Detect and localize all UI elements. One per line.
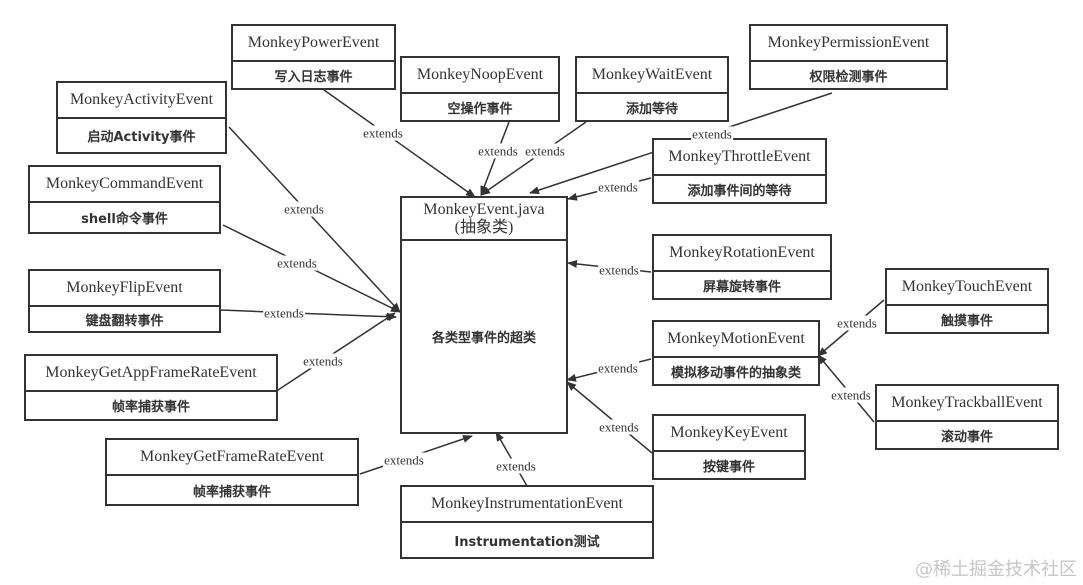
class-box-activity: MonkeyActivityEvent 启动Activity事件 bbox=[56, 81, 227, 154]
class-name-noop: MonkeyNoopEvent bbox=[402, 58, 558, 94]
relation-label-trackball: extends bbox=[830, 387, 872, 403]
relation-line-wait bbox=[480, 121, 587, 196]
relation-label-key: extends bbox=[598, 419, 640, 435]
class-description-touch: 触摸事件 bbox=[940, 313, 993, 329]
class-description-trackball: 滚动事件 bbox=[940, 429, 993, 445]
main-class-name: MonkeyEvent.java bbox=[423, 200, 545, 218]
relation-label-command: extends bbox=[276, 255, 318, 271]
class-box-instrumentation: MonkeyInstrumentationEvent Instrumentati… bbox=[400, 485, 654, 559]
class-name-getappframerate: MonkeyGetAppFrameRateEvent bbox=[26, 356, 276, 392]
class-description-throttle: 添加事件间的等待 bbox=[687, 183, 792, 199]
class-name-touch: MonkeyTouchEvent bbox=[887, 270, 1047, 306]
class-name-instrumentation: MonkeyInstrumentationEvent bbox=[402, 487, 652, 523]
class-box-command: MonkeyCommandEvent shell命令事件 bbox=[28, 165, 221, 234]
class-box-throttle: MonkeyThrottleEvent 添加事件间的等待 bbox=[652, 138, 827, 204]
class-description-flip: 键盘翻转事件 bbox=[85, 313, 164, 329]
class-name-command: MonkeyCommandEvent bbox=[30, 167, 219, 203]
class-description-command: shell命令事件 bbox=[81, 212, 168, 227]
class-description-key: 按键事件 bbox=[702, 459, 755, 475]
class-box-trackball: MonkeyTrackballEvent 滚动事件 bbox=[875, 384, 1059, 450]
class-box-touch: MonkeyTouchEvent 触摸事件 bbox=[885, 268, 1049, 334]
relation-line-activity bbox=[228, 126, 401, 313]
class-name-flip: MonkeyFlipEvent bbox=[30, 271, 219, 307]
class-name-trackball: MonkeyTrackballEvent bbox=[877, 386, 1057, 422]
class-box-rotation: MonkeyRotationEvent 屏幕旋转事件 bbox=[652, 234, 832, 300]
class-box-permission: MonkeyPermissionEvent 权限检测事件 bbox=[749, 24, 948, 90]
relation-label-instrumentation: extends bbox=[495, 458, 537, 474]
watermark: @稀土掘金技术社区 bbox=[915, 559, 1077, 580]
class-description-motion: 模拟移动事件的抽象类 bbox=[670, 365, 801, 381]
relation-label-getframerate: extends bbox=[383, 452, 425, 468]
class-box-getframerate: MonkeyGetFrameRateEvent 帧率捕获事件 bbox=[105, 438, 359, 506]
class-description-activity: 启动Activity事件 bbox=[87, 130, 196, 145]
relation-label-activity: extends bbox=[283, 201, 325, 217]
relation-label-rotation: extends bbox=[598, 262, 640, 278]
class-name-wait: MonkeyWaitEvent bbox=[577, 58, 727, 94]
class-name-throttle: MonkeyThrottleEvent bbox=[654, 140, 825, 176]
class-name-rotation: MonkeyRotationEvent bbox=[654, 236, 830, 272]
relation-label-wait: extends bbox=[524, 143, 566, 159]
main-class-box: MonkeyEvent.java (抽象类) 各类型事件的超类 bbox=[400, 196, 568, 434]
relation-label-motion: extends bbox=[597, 360, 639, 376]
class-description-noop: 空操作事件 bbox=[447, 101, 513, 117]
relation-line-flip bbox=[220, 309, 397, 321]
class-name-motion: MonkeyMotionEvent bbox=[654, 322, 818, 358]
class-description-wait: 添加等待 bbox=[625, 101, 678, 117]
main-class-description: 各类型事件的超类 bbox=[431, 331, 536, 346]
relation-label-flip: extends bbox=[263, 305, 305, 321]
class-description-rotation: 屏幕旋转事件 bbox=[702, 279, 781, 295]
relation-label-noop: extends bbox=[477, 143, 519, 159]
relation-line-noop bbox=[480, 121, 510, 196]
class-name-getframerate: MonkeyGetFrameRateEvent bbox=[107, 440, 357, 476]
class-box-power: MonkeyPowerEvent 写入日志事件 bbox=[231, 24, 396, 90]
class-description-getappframerate: 帧率捕获事件 bbox=[111, 400, 190, 415]
class-box-wait: MonkeyWaitEvent 添加等待 bbox=[575, 56, 729, 122]
class-box-key: MonkeyKeyEvent 按键事件 bbox=[652, 414, 806, 480]
relation-label-permission: extends bbox=[691, 126, 733, 142]
relation-label-power: extends bbox=[362, 125, 404, 141]
class-name-key: MonkeyKeyEvent bbox=[654, 416, 804, 452]
class-name-activity: MonkeyActivityEvent bbox=[58, 83, 225, 119]
main-class-header: MonkeyEvent.java (抽象类) bbox=[402, 198, 566, 241]
main-class-subtitle: (抽象类) bbox=[454, 218, 514, 236]
relation-line-getappframerate bbox=[277, 312, 396, 391]
class-name-power: MonkeyPowerEvent bbox=[233, 26, 394, 62]
class-box-noop: MonkeyNoopEvent 空操作事件 bbox=[400, 56, 560, 122]
relation-line-key bbox=[566, 381, 653, 454]
relation-label-touch: extends bbox=[836, 315, 878, 331]
class-box-motion: MonkeyMotionEvent 模拟移动事件的抽象类 bbox=[652, 320, 820, 386]
class-description-getframerate: 帧率捕获事件 bbox=[192, 484, 271, 500]
relation-line-power bbox=[323, 89, 476, 198]
relation-label-throttle: extends bbox=[597, 179, 639, 195]
class-description-permission: 权限检测事件 bbox=[809, 69, 888, 85]
class-name-permission: MonkeyPermissionEvent bbox=[751, 26, 946, 62]
relation-label-getappframerate: extends bbox=[302, 353, 344, 369]
class-description-instrumentation: Instrumentation测试 bbox=[454, 534, 600, 550]
class-box-flip: MonkeyFlipEvent 键盘翻转事件 bbox=[28, 269, 221, 333]
class-box-getappframerate: MonkeyGetAppFrameRateEvent 帧率捕获事件 bbox=[24, 354, 278, 421]
class-description-power: 写入日志事件 bbox=[274, 69, 353, 85]
